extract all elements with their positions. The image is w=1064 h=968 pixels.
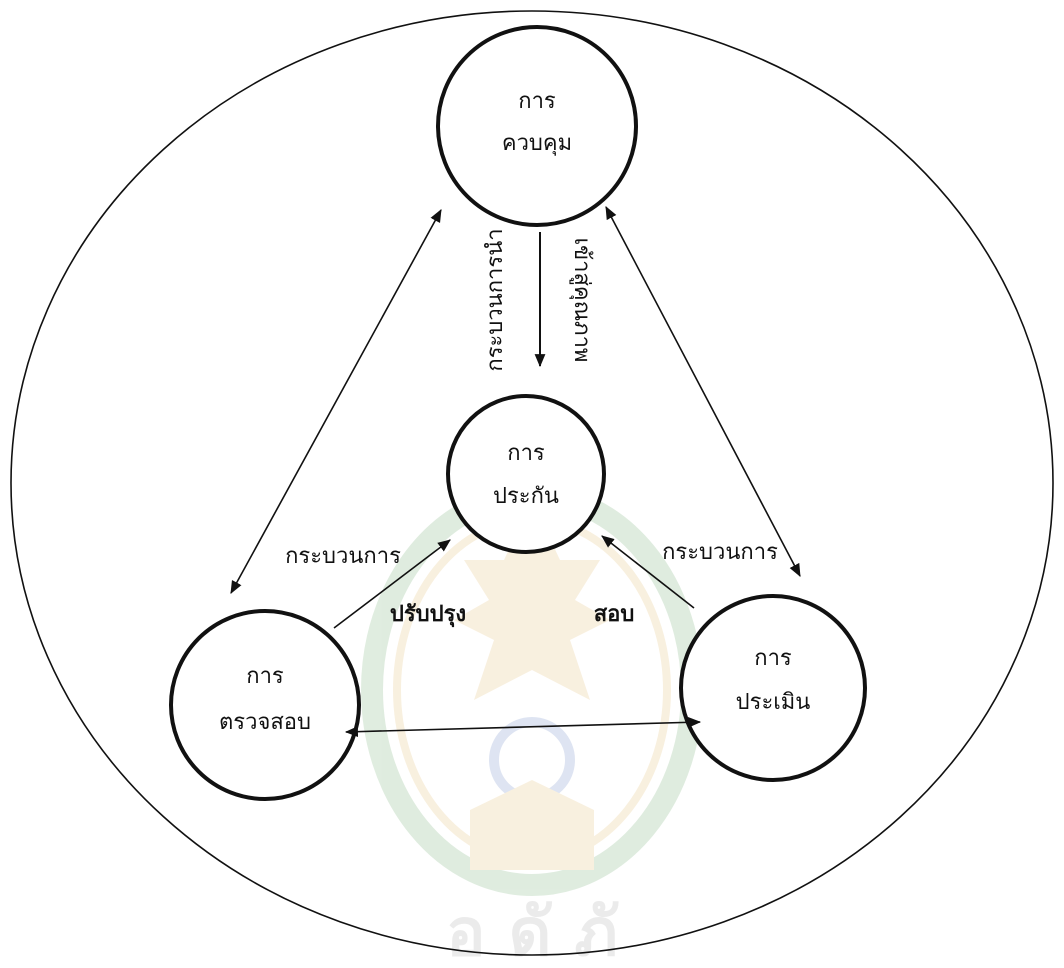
node-evaluation-line1: การ <box>754 645 792 670</box>
arrow-inspection-to-assurance <box>333 539 451 629</box>
node-inspection: การ ตรวจสอบ <box>169 609 361 801</box>
label-left-process: กระบวนการ <box>285 543 401 568</box>
node-control-line2: ควบคุม <box>502 130 572 156</box>
outer-boundary-ellipse <box>10 10 1054 956</box>
node-evaluation: การ ประเมิน <box>679 594 867 782</box>
label-right-process: กระบวนการ <box>662 539 778 564</box>
node-control: การ ควบคุม <box>436 25 638 227</box>
node-assurance: การ ประกัน <box>446 394 606 554</box>
label-improve: ปรับปรุง <box>390 601 466 628</box>
node-evaluation-circle <box>679 594 867 782</box>
node-assurance-line1: การ <box>507 440 545 465</box>
node-control-line1: การ <box>518 88 556 113</box>
node-inspection-line2: ตรวจสอบ <box>219 709 311 734</box>
arrow-control-evaluation <box>605 206 801 577</box>
arrow-inspection-evaluation <box>344 716 702 738</box>
label-test: สอบ <box>594 601 635 626</box>
node-assurance-circle <box>446 394 606 554</box>
arrow-control-inspection <box>230 209 442 594</box>
node-control-circle <box>436 25 638 227</box>
label-vertical-right: เข้าสู่คุณภาพ <box>569 238 595 363</box>
node-inspection-line1: การ <box>246 663 284 688</box>
node-assurance-line2: ประกัน <box>493 483 559 508</box>
arrow-evaluation-to-assurance <box>601 535 695 609</box>
node-inspection-circle <box>169 609 361 801</box>
label-vertical-left: กระบวนการนำ <box>482 228 507 371</box>
node-evaluation-line2: ประเมิน <box>736 689 811 714</box>
